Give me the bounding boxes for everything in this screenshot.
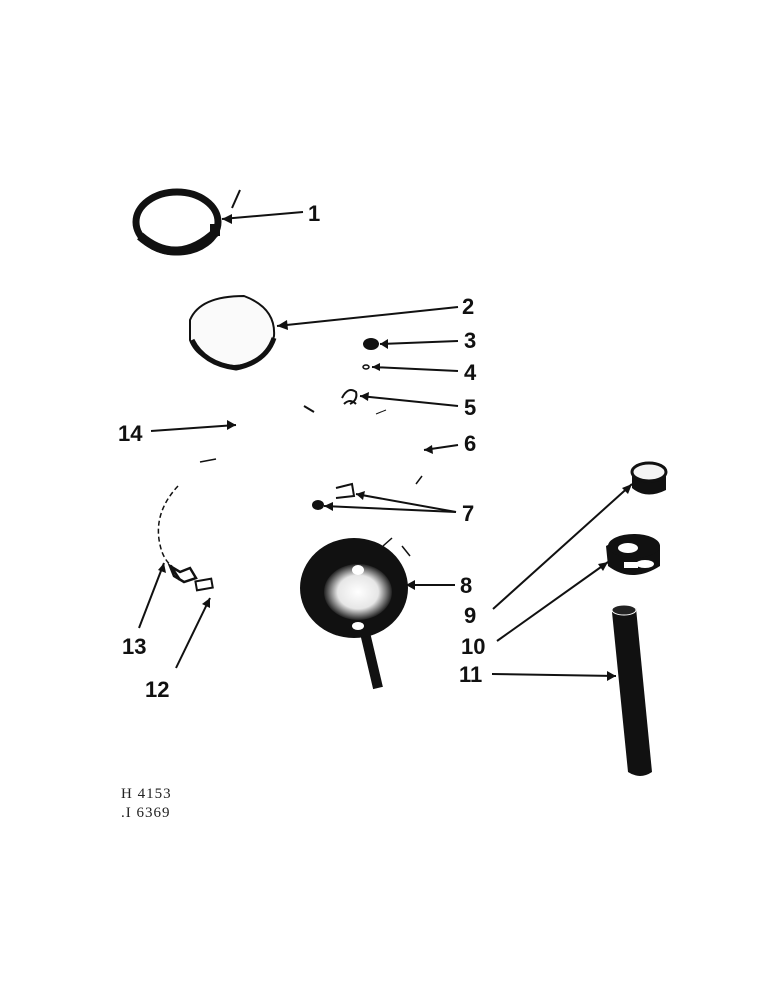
leader-10	[496, 561, 609, 642]
callout-14: 14	[118, 421, 143, 446]
part-5-clip	[303, 389, 387, 415]
leader-7a	[355, 493, 457, 513]
leader-4	[371, 366, 459, 372]
leader-14	[150, 424, 237, 432]
callout-7: 7	[462, 501, 475, 526]
part-13-bracket	[167, 563, 198, 584]
part-14-rod	[157, 485, 179, 567]
drawing-code-1: H 4153	[121, 786, 172, 802]
leader-3	[379, 340, 459, 345]
callout-2: 2	[462, 294, 475, 319]
callout-6: 6	[464, 431, 477, 456]
leader-7b	[323, 505, 457, 513]
leader-13	[138, 562, 165, 629]
callout-11: 11	[459, 662, 483, 687]
leader-9	[492, 483, 633, 610]
part-3-knob	[363, 338, 379, 350]
callout-1: 1	[308, 201, 321, 226]
callout-5: 5	[464, 395, 477, 420]
leader-5	[359, 395, 459, 407]
callout-4: 4	[464, 360, 477, 385]
callout-8: 8	[460, 573, 473, 598]
part-8-plate-with-handle	[300, 537, 411, 690]
leader-lines	[138, 211, 633, 677]
leader-11	[491, 673, 617, 677]
part-11-shaft	[611, 604, 652, 776]
part-9-bushing	[630, 461, 668, 495]
part-4-washer	[362, 364, 370, 370]
leader-12	[175, 597, 211, 669]
callout-12: 12	[145, 677, 170, 702]
leader-1	[221, 211, 304, 220]
part-12-link	[194, 577, 214, 592]
callout-3: 3	[464, 328, 477, 353]
drawing-code-2: .I 6369	[121, 805, 171, 821]
callout-10: 10	[461, 634, 486, 659]
callout-13: 13	[122, 634, 147, 659]
arrowheads	[158, 214, 632, 681]
leader-2	[276, 306, 459, 327]
part-6-spring	[199, 458, 423, 485]
part-1-clamp-ring	[132, 188, 241, 256]
callout-9: 9	[464, 603, 477, 628]
part-7-fork-pin	[312, 482, 356, 510]
part-2-cover-disc	[189, 294, 277, 371]
part-10-split-collar	[606, 534, 660, 575]
